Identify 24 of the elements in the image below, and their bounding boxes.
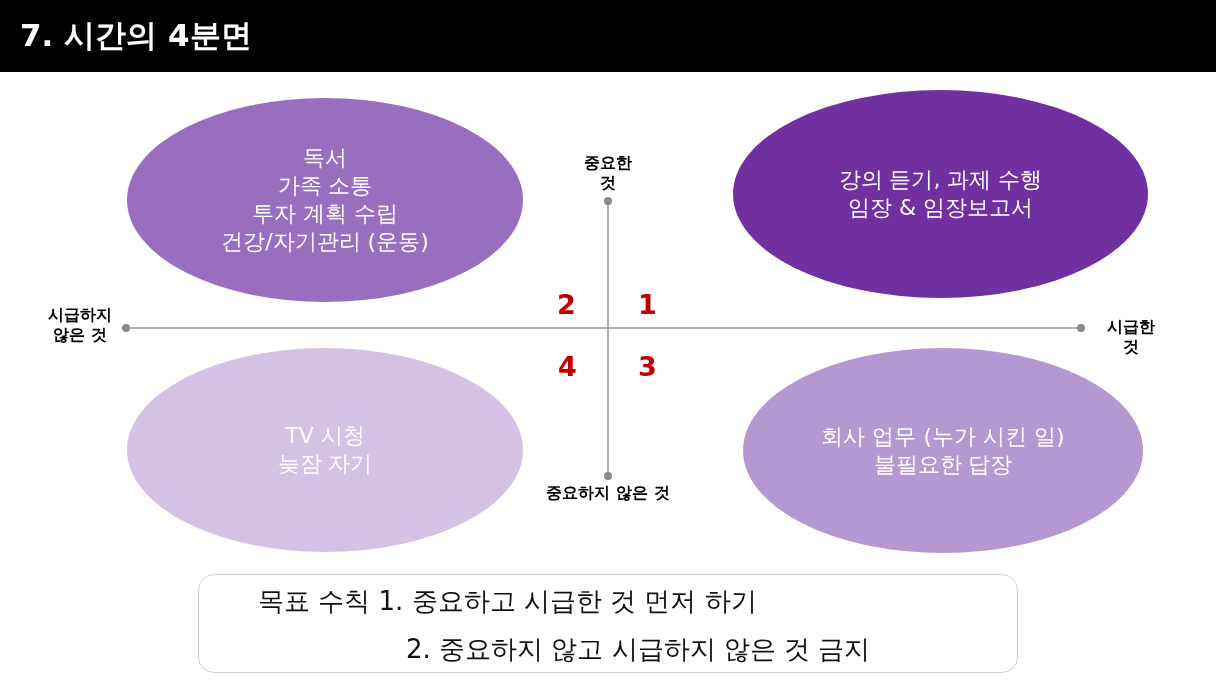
title-text: 7. 시간의 4분면 [20,16,252,54]
task-text: 건강/자기관리 (운동) [221,228,429,256]
quadrant-number: 1 [638,290,657,320]
task-text: 독서 [303,144,347,172]
axis-label: 시급한 것 [1106,317,1156,357]
axis-label: 중요한 것 [583,153,633,193]
task-text: 임장 & 임장보고서 [847,194,1034,222]
axis-label: 시급하지 않은 것 [47,305,113,345]
task-text: 불필요한 답장 [873,450,1013,479]
task-text: 늦잠 자기 [277,450,373,478]
quadrant-number: 2 [557,290,576,320]
rule-text: 2. 중요하지 않고 시급하지 않은 것 금지 [406,633,871,666]
quadrant-number: 4 [558,352,577,382]
task-text: 강의 듣기, 과제 수행 [838,166,1043,194]
quadrant-ellipse [733,90,1148,298]
rule-text: 목표 수칙 1. 중요하고 시급한 것 먼저 하기 [258,585,757,618]
task-text: 가족 소통 [277,172,373,200]
task-text: 회사 업무 (누가 시킨 일) [821,422,1065,451]
task-text: TV 시청 [285,422,365,450]
quadrant-number: 3 [638,352,657,382]
quadrant-ellipse [127,98,523,302]
quadrant-ellipse [127,348,523,552]
task-text: 투자 계획 수립 [252,200,398,228]
axis-label: 중요하지 않은 것 [545,483,671,503]
